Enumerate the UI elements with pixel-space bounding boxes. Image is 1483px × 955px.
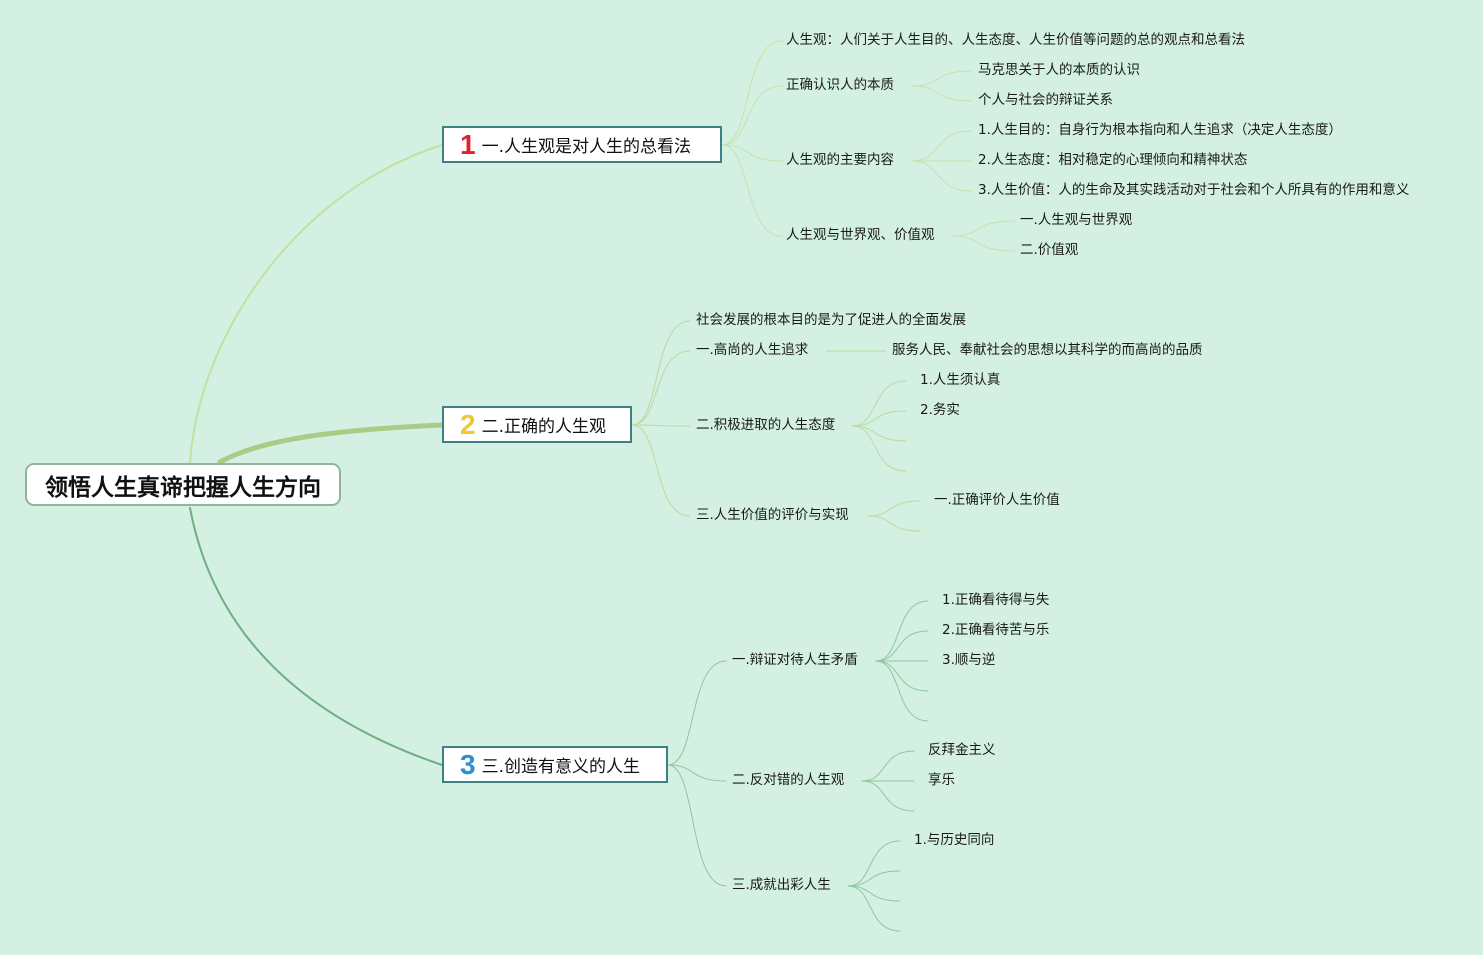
b2-s4-leaf-1[interactable]: 一.正确评价人生价值	[934, 492, 1060, 508]
root-topic[interactable]: 领悟人生真谛把握人生方向	[25, 463, 341, 506]
branch-2-label: 二.正确的人生观	[481, 417, 606, 437]
connector-35	[847, 885, 901, 932]
root-to-branch-1-connector	[189, 144, 443, 463]
b1-s4-leaf-1[interactable]: 一.人生观与世界观	[1020, 212, 1133, 228]
branch-1-label: 一.人生观是对人生的总看法	[481, 137, 691, 157]
b2-subtopic-1[interactable]: 社会发展的根本目的是为了促进人的全面发展	[696, 312, 966, 328]
connector-25	[875, 630, 929, 662]
connector-28	[875, 660, 929, 722]
connector-15	[851, 380, 907, 427]
connector-18	[851, 425, 907, 472]
connector-3	[721, 144, 783, 237]
connector-27	[875, 660, 929, 692]
b2-s3-leaf-2[interactable]: 2.务实	[920, 402, 960, 418]
b1-s2-leaf-1[interactable]: 马克思关于人的本质的认识	[978, 62, 1140, 78]
b3-subtopic-1[interactable]: 一.辩证对待人生矛盾	[732, 652, 858, 668]
connector-2	[721, 144, 783, 162]
connector-1	[721, 85, 783, 146]
connector-19	[867, 500, 921, 517]
b1-s4-leaf-2[interactable]: 二.价值观	[1020, 242, 1079, 258]
b3-s3-leaf-1[interactable]: 1.与历史同向	[914, 832, 995, 848]
connector-20	[867, 515, 921, 532]
connector-29	[861, 750, 915, 782]
b2-subtopic-2[interactable]: 一.高尚的人生追求	[696, 342, 809, 358]
b3-s1-leaf-1[interactable]: 1.正确看待得与失	[942, 592, 1050, 608]
connector-9	[951, 220, 1015, 237]
connector-32	[847, 840, 901, 887]
b2-s2-leaf-1[interactable]: 服务人民、奉献社会的思想以其科学的而高尚的品质	[892, 342, 1203, 358]
b1-s3-leaf-2[interactable]: 2.人生态度：相对稳定的心理倾向和精神状态	[978, 152, 1248, 168]
b3-subtopic-3[interactable]: 三.成就出彩人生	[732, 877, 831, 893]
branch-3-label: 三.创造有意义的人生	[481, 757, 640, 777]
b3-s2-leaf-1[interactable]: 反拜金主义	[928, 742, 996, 758]
connector-14	[631, 424, 691, 517]
connector-10	[951, 235, 1015, 252]
b1-s3-leaf-1[interactable]: 1.人生目的：自身行为根本指向和人生追求（决定人生态度）	[978, 122, 1342, 138]
connector-16	[851, 410, 907, 427]
connector-31	[861, 780, 915, 812]
b1-s2-leaf-2[interactable]: 个人与社会的辩证关系	[978, 92, 1113, 108]
number-1-icon: 1	[460, 128, 476, 160]
connector-0	[721, 40, 783, 146]
connector-12	[631, 350, 691, 426]
b3-s2-leaf-2[interactable]: 享乐	[928, 772, 955, 788]
branch-2-topic[interactable]: 2 二.正确的人生观	[442, 406, 632, 443]
connector-24	[875, 600, 929, 662]
b3-subtopic-2[interactable]: 二.反对错的人生观	[732, 772, 845, 788]
connector-22	[667, 764, 727, 782]
connector-23	[667, 764, 727, 887]
connector-34	[847, 885, 901, 902]
connector-17	[851, 425, 907, 442]
connector-4	[911, 70, 973, 87]
b1-subtopic-2[interactable]: 正确认识人的本质	[786, 77, 894, 93]
b2-subtopic-4[interactable]: 三.人生价值的评价与实现	[696, 507, 849, 523]
connector-6	[911, 130, 973, 162]
number-3-icon: 3	[460, 748, 476, 780]
connector-33	[847, 870, 901, 887]
root-to-branch-3-connector	[189, 507, 443, 766]
connector-5	[911, 85, 973, 102]
b1-subtopic-3[interactable]: 人生观的主要内容	[786, 152, 894, 168]
number-2-icon: 2	[460, 408, 476, 440]
branch-3-topic[interactable]: 3 三.创造有意义的人生	[442, 746, 668, 783]
root-topic-label: 领悟人生真谛把握人生方向	[45, 474, 321, 501]
b1-s3-leaf-3[interactable]: 3.人生价值：人的生命及其实践活动对于社会和个人所具有的作用和意义	[978, 182, 1410, 198]
connector-13	[631, 424, 691, 427]
b1-subtopic-1[interactable]: 人生观：人们关于人生目的、人生态度、人生价值等问题的总的观点和总看法	[786, 32, 1245, 48]
b2-s3-leaf-1[interactable]: 1.人生须认真	[920, 372, 1001, 388]
connector-21	[667, 660, 727, 766]
b2-subtopic-3[interactable]: 二.积极进取的人生态度	[696, 417, 836, 433]
connector-11	[631, 320, 691, 426]
root-to-branch-2-connector	[217, 422, 445, 465]
connector-8	[911, 160, 973, 192]
branch-1-topic[interactable]: 1 一.人生观是对人生的总看法	[442, 126, 722, 163]
b3-s1-leaf-3[interactable]: 3.顺与逆	[942, 652, 996, 668]
b3-s1-leaf-2[interactable]: 2.正确看待苦与乐	[942, 622, 1050, 638]
b1-subtopic-4[interactable]: 人生观与世界观、价值观	[786, 227, 935, 243]
